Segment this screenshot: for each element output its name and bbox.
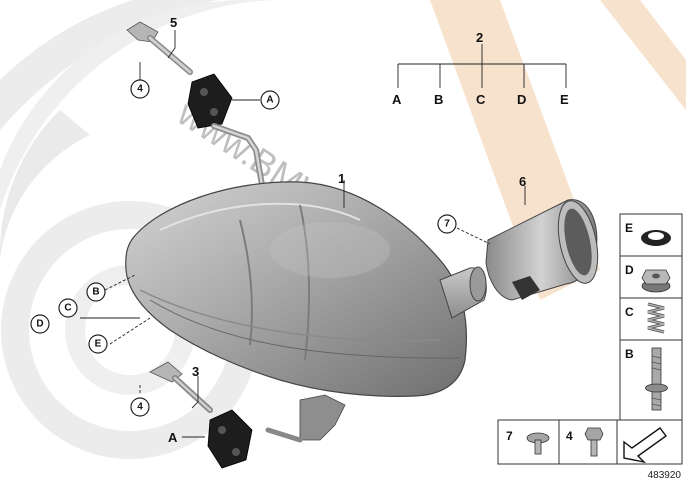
callout-4-bottom: 4 (130, 397, 150, 417)
tree-letter-d: D (517, 92, 526, 107)
tree-letter-a: A (392, 92, 402, 107)
bottom-legend-number-4: 4 (566, 429, 573, 443)
leader-7-tip (456, 227, 491, 245)
svg-text:E: E (95, 339, 102, 350)
tree-letter-e: E (560, 92, 569, 107)
screw-icon (584, 427, 604, 457)
tree-letter-b: B (434, 92, 443, 107)
legend-letter-d: D (625, 263, 634, 277)
outlet-pipe (439, 266, 487, 319)
leader-lines (80, 30, 567, 438)
stud-bolt-icon (645, 347, 668, 411)
part-label-1: 1 (338, 171, 345, 186)
callout-c-left: C (58, 298, 78, 318)
variant-letter-tree: A B C D E (392, 92, 569, 107)
svg-text:A: A (266, 95, 273, 106)
rubber-mount-top (187, 73, 233, 129)
svg-text:C: C (64, 303, 71, 314)
callout-e-left: E (88, 334, 108, 354)
flange-nut-icon (641, 269, 671, 293)
side-legend: E D C B (619, 213, 683, 421)
legend-letter-c: C (625, 305, 634, 319)
legend-box-b (619, 339, 683, 421)
callout-4-top: 4 (130, 79, 150, 99)
hanger-bracket-top (126, 21, 193, 75)
diagram-number: 483920 (648, 470, 682, 481)
clamp-bolt-icon (526, 432, 550, 455)
bottom-legend-number-7: 7 (506, 429, 513, 443)
callout-a-top: A (260, 90, 280, 110)
svg-text:B: B (92, 287, 99, 298)
svg-text:D: D (36, 319, 43, 330)
exhaust-tip (485, 199, 599, 301)
legend-letter-e: E (625, 221, 633, 235)
rear-silencer (125, 181, 468, 397)
rubber-mount-bottom (207, 409, 253, 469)
legend-letter-b: B (625, 347, 634, 361)
svg-text:7: 7 (444, 219, 450, 230)
gasket-ring-icon (641, 230, 671, 246)
svg-text:4: 4 (137, 84, 143, 95)
bottom-legend: 7 4 (497, 419, 683, 465)
hanger-bracket-bottom (149, 361, 213, 413)
callout-d-left: D (30, 314, 50, 334)
tree-letter-c: C (476, 92, 486, 107)
support-bracket-bottom (265, 394, 346, 443)
part-label-5: 5 (170, 15, 177, 30)
svg-text:4: 4 (137, 402, 143, 413)
callout-a-bottom: A (168, 430, 178, 445)
callout-7-tip: 7 (437, 214, 457, 234)
previous-page-arrow-icon[interactable] (623, 427, 667, 464)
part-label-6: 6 (519, 174, 526, 189)
compression-spring-icon (647, 302, 665, 334)
callout-b-left: B (86, 282, 106, 302)
part-label-3: 3 (192, 364, 199, 379)
part-label-2: 2 (476, 30, 483, 45)
